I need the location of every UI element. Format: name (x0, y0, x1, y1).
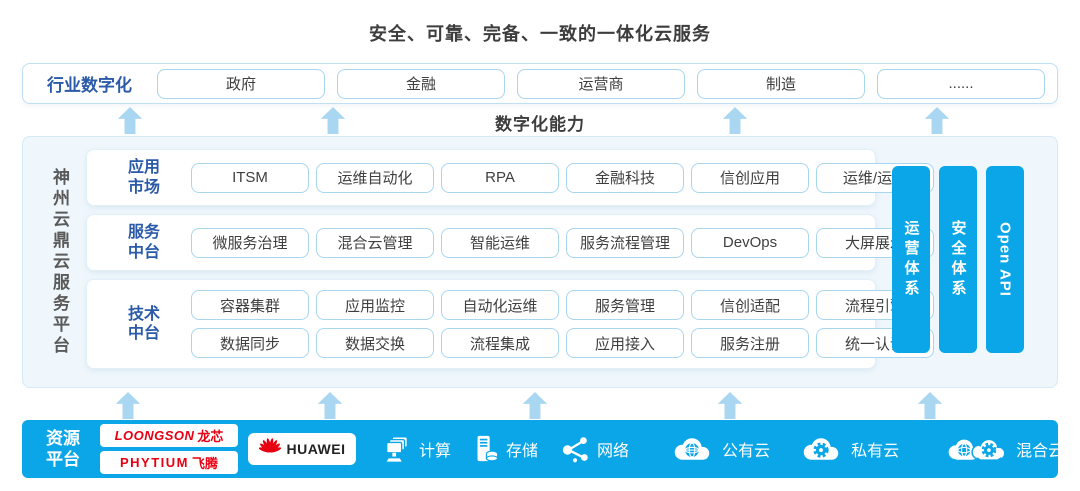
service-middle-row: 服务 中台 微服务治理 混合云管理 智能运维 服务流程管理 DevOps 大屏展… (86, 214, 934, 271)
hybrid-cloud-icon (948, 438, 1006, 461)
app-item-itsm: ITSM (191, 162, 309, 193)
public-cloud-icon (674, 438, 710, 460)
tech-item-data-exchange: 数据交换 (316, 328, 434, 358)
industry-row: 行业数字化 政府 金融 运营商 制造 ...... (22, 63, 1058, 104)
pillar-open-api: Open API (986, 166, 1024, 353)
service-middle-items: 微服务治理 混合云管理 智能运维 服务流程管理 DevOps 大屏展示 (191, 227, 934, 258)
resource-item-private-cloud: 私有云 (798, 435, 899, 463)
resource-platform-bar: 资源 平台 LOONGSON 龙芯 PHYTIUM 飞腾 (22, 420, 1064, 478)
private-cloud-icon (803, 438, 839, 460)
up-arrow-icon (717, 392, 743, 419)
svc-item-devops: DevOps (691, 227, 809, 258)
up-arrow-icon (317, 392, 343, 419)
tech-item-service-mgmt: 服务管理 (566, 290, 684, 320)
app-item-ops-automation: 运维自动化 (316, 162, 434, 193)
pillar-security-system: 安全体系 (939, 166, 977, 353)
huawei-logo: HUAWEI (248, 433, 356, 465)
tech-item-app-access: 应用接入 (566, 328, 684, 358)
tech-item-automated-ops: 自动化运维 (441, 290, 559, 320)
tech-item-process-integration: 流程集成 (441, 328, 559, 358)
app-market-items: ITSM 运维自动化 RPA 金融科技 信创应用 运维/运营 (191, 162, 934, 193)
phytium-logo: PHYTIUM 飞腾 (100, 451, 238, 474)
digital-capability-label: 数字化能力 (495, 115, 585, 134)
cpu-vendor-logos: LOONGSON 龙芯 PHYTIUM 飞腾 (100, 424, 238, 474)
resource-item-network: 网络 (560, 434, 629, 464)
loongson-logo: LOONGSON 龙芯 (100, 424, 238, 447)
industry-row-label: 行业数字化 (47, 76, 132, 95)
up-arrow-icon (522, 392, 548, 419)
industry-item-finance: 金融 (337, 68, 505, 99)
up-arrow-icon (115, 392, 141, 419)
tech-middle-items: 容器集群 应用监控 自动化运维 服务管理 信创适配 流程引擎 数据同步 数据交换… (191, 290, 934, 358)
industry-item-more: ...... (877, 68, 1045, 99)
svc-item-service-process-mgmt: 服务流程管理 (566, 227, 684, 258)
tech-item-app-monitoring: 应用监控 (316, 290, 434, 320)
tech-item-xinchuang-adaptation: 信创适配 (691, 290, 809, 320)
app-market-label: 应用 市场 (127, 159, 160, 196)
industry-items: 政府 金融 运营商 制造 ...... (157, 68, 1045, 99)
tech-item-service-registry: 服务注册 (691, 328, 809, 358)
tech-middle-label: 技术 中台 (127, 305, 160, 342)
storage-icon (477, 435, 499, 462)
resource-item-compute: 计算 (382, 434, 451, 464)
cloud-platform-box: 神州云鼎云服务平台 应用 市场 ITSM 运维自动化 RPA 金融科技 信创应用… (22, 136, 1058, 388)
tech-middle-row: 技术 中台 容器集群 应用监控 自动化运维 服务管理 信创适配 流程引擎 数据同… (86, 279, 934, 369)
network-icon (562, 437, 588, 463)
industry-item-operator: 运营商 (517, 68, 685, 99)
app-item-fintech: 金融科技 (566, 162, 684, 193)
industry-item-government: 政府 (157, 68, 325, 99)
resource-item-public-cloud: 公有云 (669, 435, 770, 463)
tech-item-container-cluster: 容器集群 (191, 290, 309, 320)
tech-item-data-sync: 数据同步 (191, 328, 309, 358)
resource-platform-label: 资源 平台 (46, 428, 80, 469)
svc-item-intelligent-ops: 智能运维 (441, 227, 559, 258)
service-middle-label: 服务 中台 (127, 224, 160, 261)
resource-item-storage: 存储 (471, 434, 538, 464)
resource-item-hybrid-cloud: 混合云 (943, 435, 1064, 463)
page-title: 安全、可靠、完备、一致的一体化云服务 (369, 24, 711, 44)
svc-item-hybrid-cloud-mgmt: 混合云管理 (316, 227, 434, 258)
compute-icon (386, 436, 408, 462)
app-item-rpa: RPA (441, 162, 559, 193)
up-arrow-icon (917, 392, 943, 419)
huawei-flower-icon (258, 438, 281, 453)
platform-side-label: 神州云鼎云服务平台 (50, 167, 69, 357)
industry-item-manufacturing: 制造 (697, 68, 865, 99)
pillar-operations-system: 运营体系 (892, 166, 930, 353)
svc-item-microservice-governance: 微服务治理 (191, 227, 309, 258)
app-market-row: 应用 市场 ITSM 运维自动化 RPA 金融科技 信创应用 运维/运营 (86, 149, 934, 206)
app-item-xinchuang-app: 信创应用 (691, 162, 809, 193)
